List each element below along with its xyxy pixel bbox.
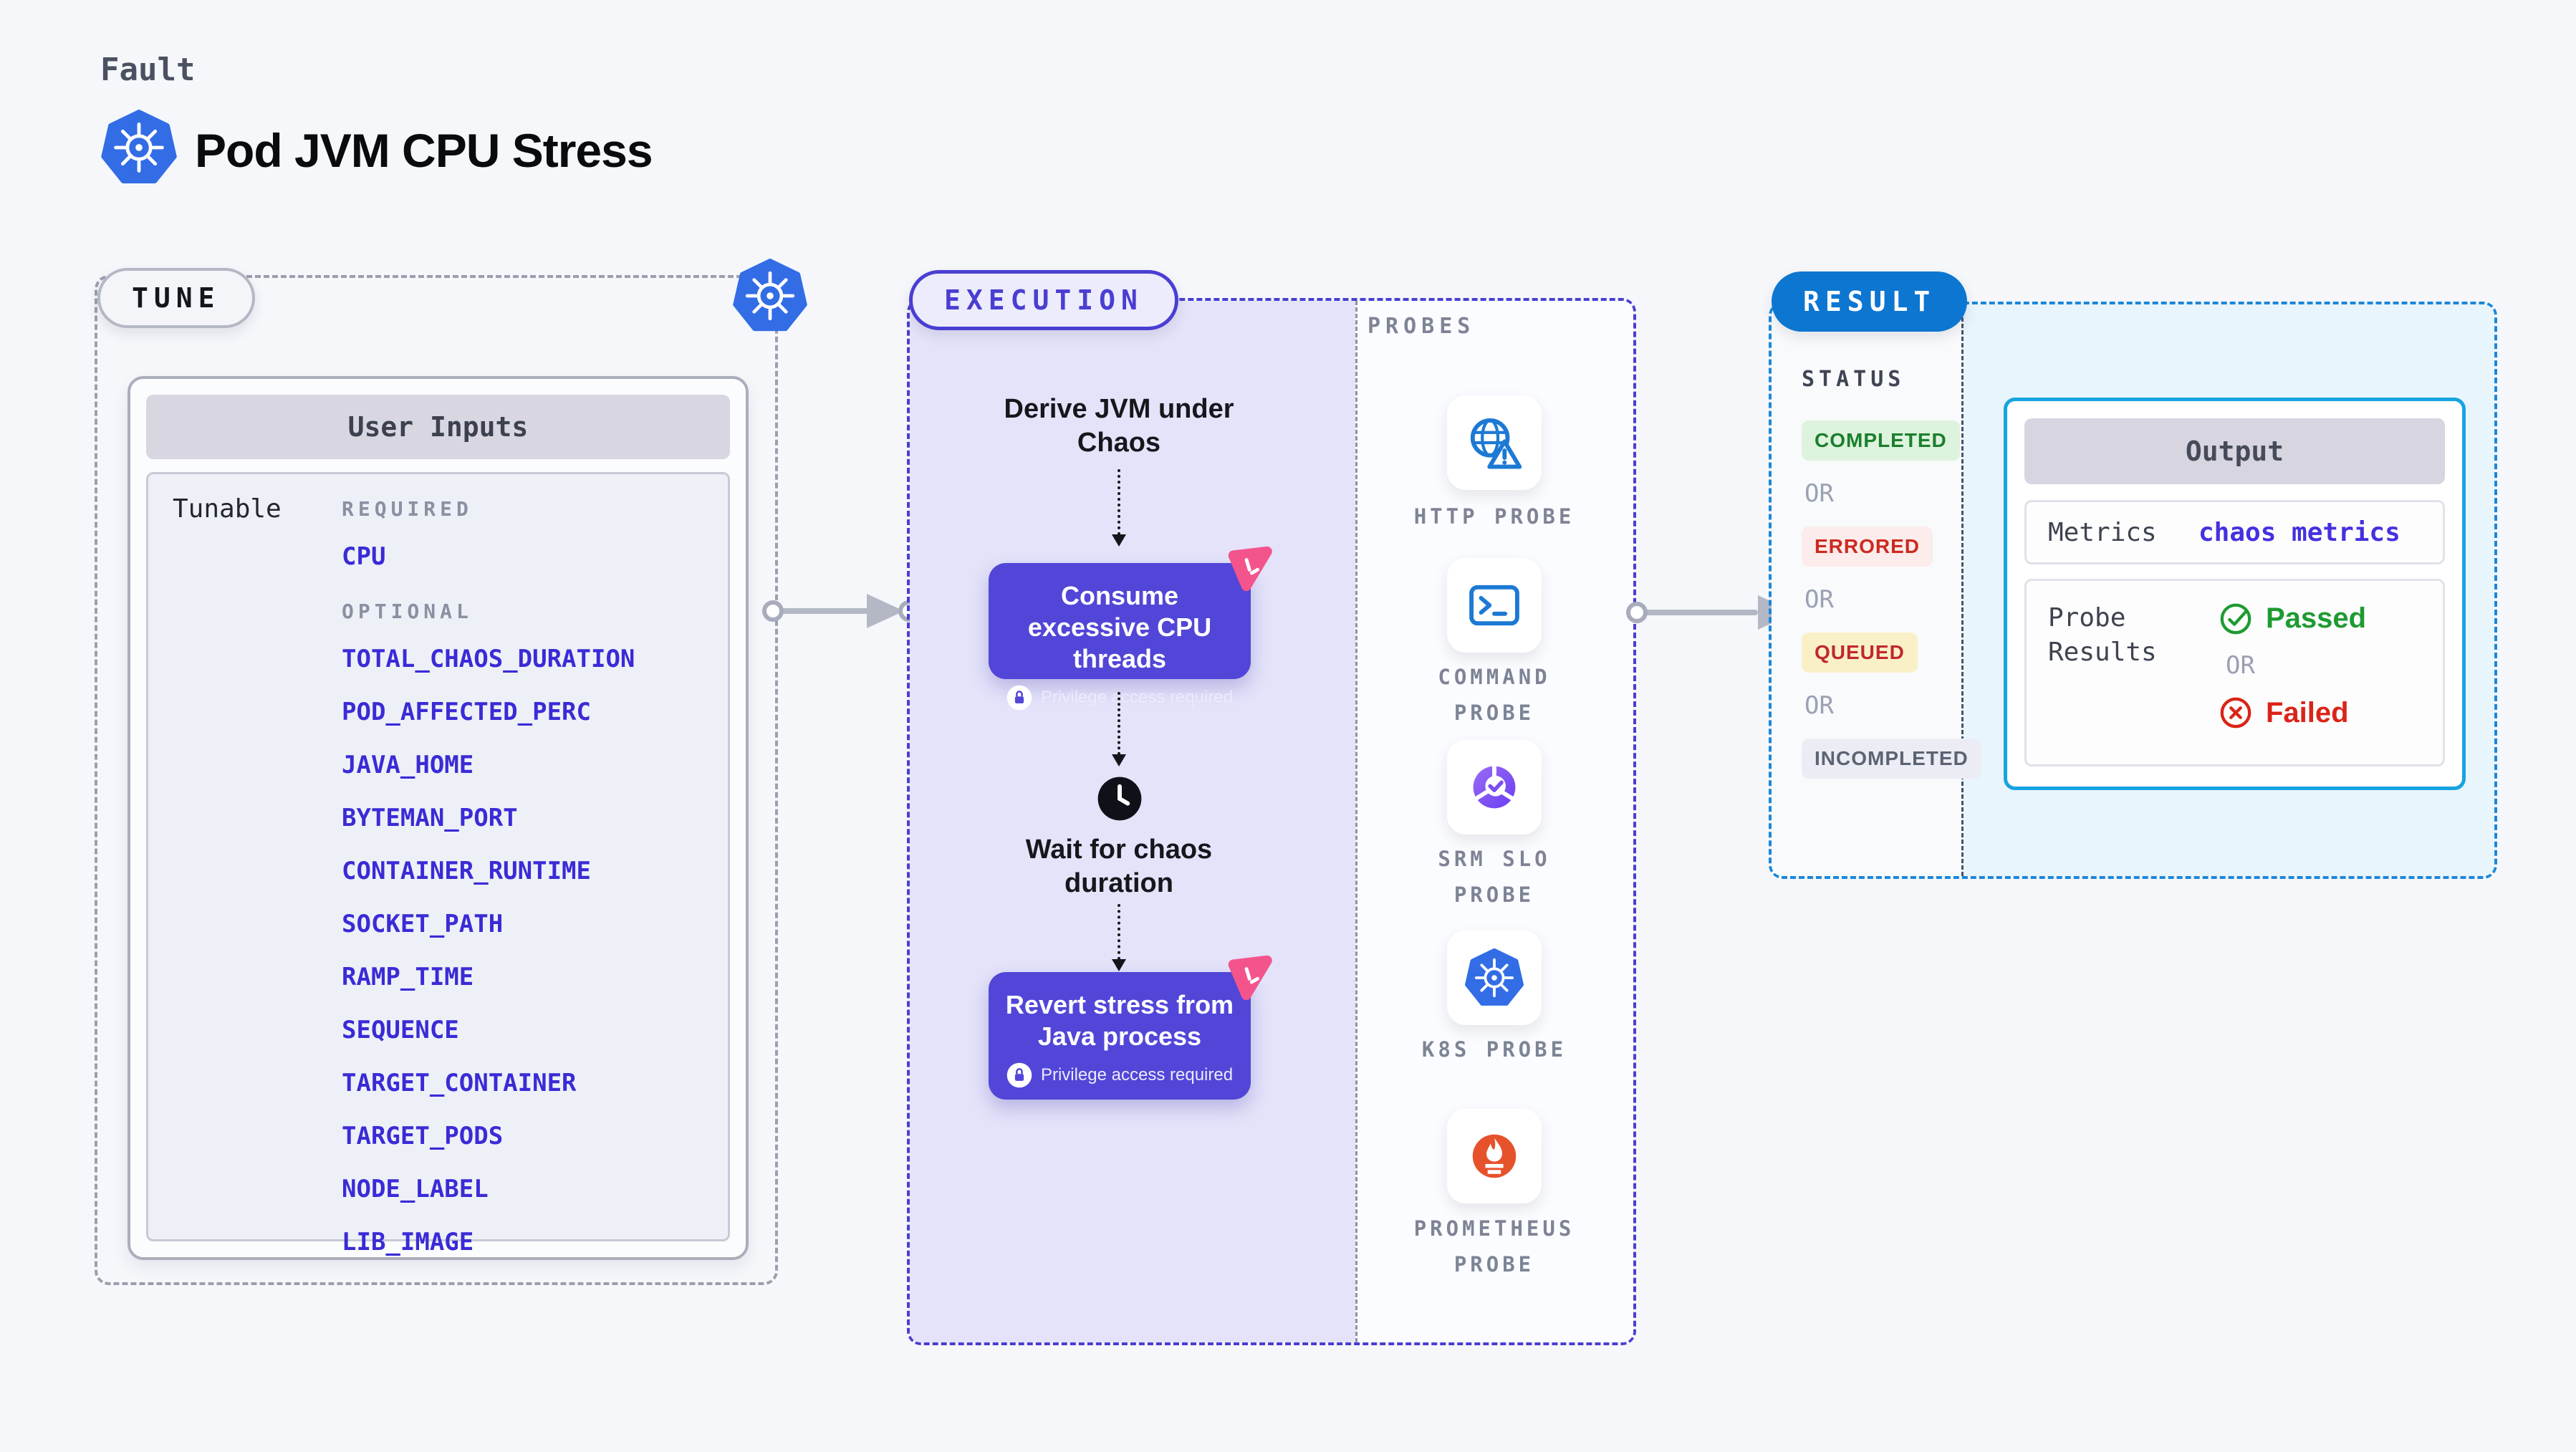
probe-results-label: Probe Results [2048, 603, 2157, 667]
env-variable: POD_AFFECTED_PERC [342, 698, 591, 726]
env-variable: BYTEMAN_PORT [342, 804, 518, 832]
tune-section [95, 275, 778, 1285]
prometheus-probe-card [1447, 1109, 1542, 1203]
failed-row: Failed [2219, 696, 2349, 730]
chaos-icon [1220, 950, 1275, 1005]
http-probe-label: HTTP PROBE [1413, 504, 1575, 529]
x-circle-icon [2220, 697, 2251, 729]
output-header: Output [2024, 418, 2445, 484]
env-variable: JAVA_HOME [342, 751, 474, 779]
env-variable: CPU [342, 542, 386, 571]
or-separator: OR [1804, 585, 1834, 614]
metrics-row: Metrics chaos metrics [2024, 500, 2445, 564]
env-variable: SOCKET_PATH [342, 910, 504, 938]
check-circle-icon [2220, 603, 2251, 635]
probes-label: PROBES [1368, 314, 1476, 339]
probe-results-values: Passed OR Failed [2219, 601, 2366, 744]
or-separator: OR [1804, 479, 1834, 508]
execution-badge: EXECUTION [909, 270, 1178, 330]
kubernetes-icon [100, 109, 178, 191]
result-badge: RESULT [1772, 271, 1968, 332]
env-variable: NODE_LABEL [342, 1175, 489, 1203]
k8s-probe-card [1447, 931, 1542, 1025]
slo-donut-icon [1473, 764, 1516, 809]
clock-icon [1096, 775, 1143, 822]
output-card: Output Metrics chaos metrics Probe Resul… [2004, 398, 2466, 790]
env-variable: TOTAL_CHAOS_DURATION [342, 645, 635, 673]
status-badge-queued: QUEUED [1802, 633, 1918, 673]
prometheus-icon [1472, 1134, 1517, 1178]
required-section-label: REQUIRED [342, 497, 473, 521]
terminal-icon [1469, 585, 1519, 626]
or-separator: OR [2226, 651, 2255, 680]
prometheus-probe-label: PROMETHEUS PROBE [1413, 1216, 1575, 1276]
env-variable: TARGET_CONTAINER [342, 1069, 577, 1097]
user-inputs-body: Tunable REQUIRED CPU OPTIONAL TOTAL_CHAO… [146, 472, 730, 1256]
kubernetes-icon [732, 258, 808, 338]
privilege-note: Privilege access required [1001, 685, 1238, 711]
status-panel [1772, 304, 1961, 876]
privilege-note-text: Privilege access required [1040, 1065, 1234, 1085]
optional-section-label: OPTIONAL [342, 600, 473, 623]
k8s-probe-label: K8S PROBE [1421, 1037, 1567, 1062]
metrics-label: Metrics [2048, 517, 2157, 547]
kubernetes-icon [1465, 948, 1524, 1006]
lock-icon [1006, 685, 1032, 711]
flow-arrow-down-icon [1112, 904, 1126, 971]
env-variable: LIB_IMAGE [342, 1228, 474, 1256]
or-separator: OR [1804, 691, 1834, 720]
execution-flow-panel [910, 301, 1355, 1342]
command-probe-card [1447, 558, 1542, 653]
tunable-label: Tunable [173, 494, 282, 524]
srm-slo-probe-label: SRM SLO PROBE [1438, 847, 1551, 907]
status-badge-incompleted: INCOMPLETED [1802, 739, 1981, 779]
status-list: STATUS COMPLETED OR ERRORED OR QUEUED OR… [1802, 367, 1981, 797]
env-variable: TARGET_PODS [342, 1122, 504, 1150]
step-derive-jvm: Derive JVM under Chaos [1004, 394, 1234, 458]
step-revert-stress-box: Revert stress from Java process Privileg… [989, 955, 1272, 1100]
passed-label: Passed [2266, 602, 2367, 634]
env-variable: CONTAINER_RUNTIME [342, 857, 591, 885]
flow-arrow-down-icon [1112, 692, 1126, 766]
user-inputs-header: User Inputs [146, 395, 730, 459]
env-variable: RAMP_TIME [342, 963, 474, 991]
user-inputs-card: User Inputs Tunable REQUIRED CPU OPTIONA… [128, 376, 749, 1260]
srm-slo-probe-card [1447, 740, 1542, 835]
lock-icon [1006, 1062, 1032, 1088]
step-consume-cpu-label: Consume excessive CPU threads [1027, 581, 1212, 673]
env-variable: SEQUENCE [342, 1016, 459, 1044]
probe-results-row: Probe Results Passed OR Failed [2024, 579, 2445, 766]
status-badge-errored: ERRORED [1802, 527, 1933, 567]
privilege-note-text: Privilege access required [1040, 688, 1234, 707]
page-title: Pod JVM CPU Stress [195, 124, 653, 177]
failed-label: Failed [2266, 696, 2349, 729]
tune-to-execution-arrow [762, 594, 920, 628]
http-probe-card [1447, 395, 1542, 490]
fault-eyebrow: Fault [100, 52, 196, 88]
env-variable-list: REQUIRED CPU OPTIONAL TOTAL_CHAOS_DURATI… [342, 493, 635, 1281]
step-wait-duration: Wait for chaos duration [1025, 835, 1213, 898]
privilege-note: Privilege access required [1001, 1062, 1238, 1088]
step-consume-cpu-box: Consume excessive CPU threads Privilege … [989, 546, 1272, 711]
passed-row: Passed [2219, 601, 2366, 635]
status-badge-completed: COMPLETED [1802, 420, 1960, 461]
command-probe-label: COMMAND PROBE [1438, 665, 1551, 725]
execution-section [907, 298, 1636, 1345]
flow-arrow-down-icon [1112, 469, 1126, 547]
chaos-icon [1220, 541, 1275, 596]
tune-badge: TUNE [97, 268, 255, 328]
status-label: STATUS [1802, 367, 1905, 392]
globe-warning-icon [1470, 418, 1522, 469]
metrics-value: chaos metrics [2198, 517, 2400, 547]
step-revert-stress-label: Revert stress from Java process [1005, 990, 1234, 1051]
